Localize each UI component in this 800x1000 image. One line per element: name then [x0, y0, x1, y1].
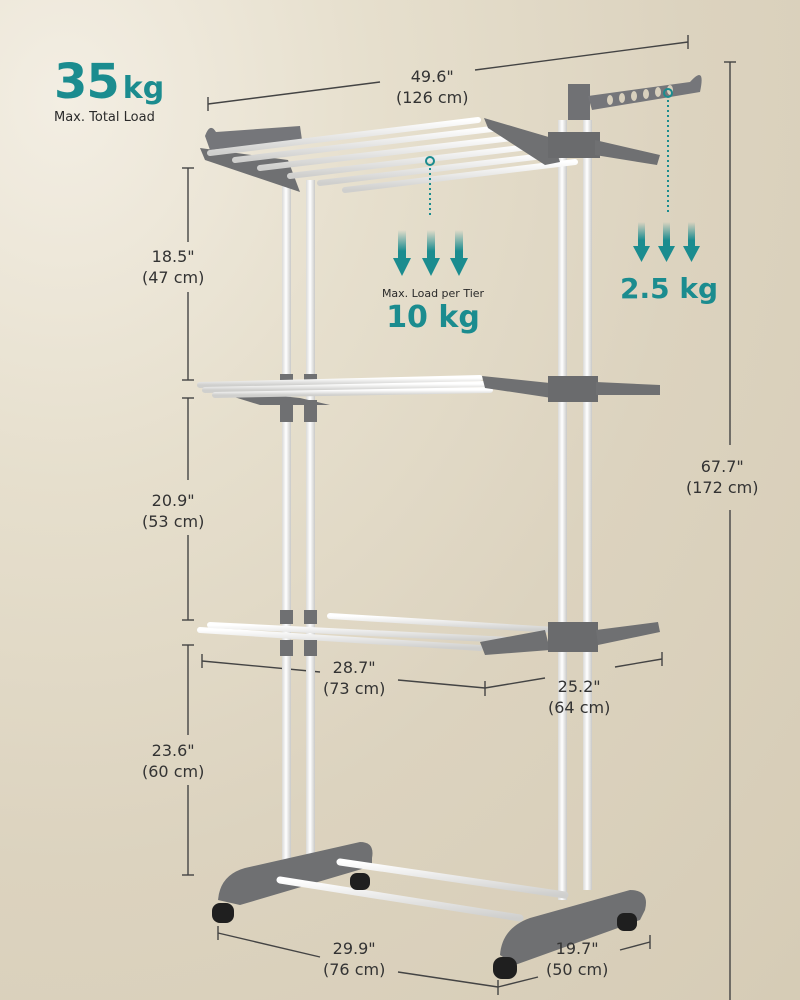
down-arrow-icon-group-tier: [393, 230, 468, 276]
load-markers: [425, 88, 673, 215]
dim-imperial: 49.6": [410, 67, 454, 86]
dim-imperial: 19.7": [555, 939, 599, 958]
down-arrow-icon-group-hanger: [633, 222, 700, 262]
dim-imperial: 28.7": [332, 658, 376, 677]
poles: [282, 120, 592, 900]
top-tier: [200, 74, 702, 193]
dim-imperial: 29.9": [332, 939, 376, 958]
dim-metric: (47 cm): [142, 268, 205, 287]
total-load-value: 35: [54, 54, 120, 110]
dim-imperial: 25.2": [557, 677, 601, 696]
dim-top-gap: 18.5" (47 cm): [142, 246, 204, 288]
dim-metric: (53 cm): [142, 512, 205, 531]
dim-shelf-depth: 25.2" (64 cm): [548, 676, 610, 718]
down-arrow-icon: [422, 230, 440, 276]
dim-base-length: 29.9" (76 cm): [323, 938, 385, 980]
dim-imperial: 67.7": [700, 457, 744, 476]
dim-metric: (126 cm): [396, 88, 469, 107]
tier-load-value: 10 kg: [386, 300, 480, 335]
dim-total-width: 49.6" (126 cm): [396, 66, 469, 108]
down-arrow-icon: [393, 230, 411, 276]
dim-base-depth: 19.7" (50 cm): [546, 938, 608, 980]
down-arrow-icon: [658, 222, 675, 262]
dim-metric: (76 cm): [323, 960, 386, 979]
dim-shelf-length: 28.7" (73 cm): [323, 657, 385, 699]
dim-middle-gap: 20.9" (53 cm): [142, 490, 204, 532]
dim-total-height: 67.7" (172 cm): [686, 456, 759, 498]
dim-bottom-gap: 23.6" (60 cm): [142, 740, 204, 782]
down-arrow-icon: [450, 230, 468, 276]
total-load-unit: kg: [122, 71, 165, 106]
down-arrow-icon: [633, 222, 650, 262]
dim-metric: (64 cm): [548, 698, 611, 717]
dimension-lines: [182, 35, 736, 1000]
dim-metric: (50 cm): [546, 960, 609, 979]
dim-metric: (60 cm): [142, 762, 205, 781]
down-arrow-icon: [683, 222, 700, 262]
middle-tier: [197, 374, 660, 422]
dim-metric: (73 cm): [323, 679, 386, 698]
tier-load: Max. Load per Tier 10 kg: [366, 287, 500, 336]
hanger-load-value: 2.5 kg: [620, 272, 719, 305]
dim-imperial: 23.6": [151, 741, 195, 760]
dim-imperial: 20.9": [151, 491, 195, 510]
dim-metric: (172 cm): [686, 478, 759, 497]
total-load-label: Max. Total Load: [54, 110, 155, 125]
base: [212, 842, 646, 979]
tier-load-label: Max. Load per Tier: [381, 287, 485, 300]
dim-imperial: 18.5": [151, 247, 195, 266]
lower-tier: [197, 610, 660, 656]
